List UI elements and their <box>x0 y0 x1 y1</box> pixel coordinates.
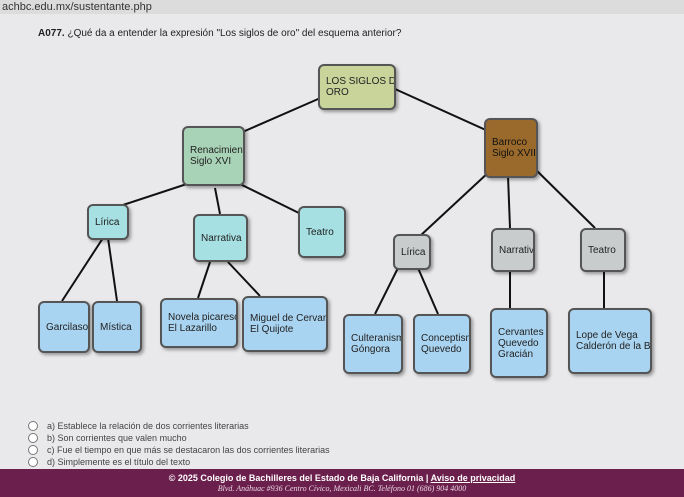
option-d-label: d) Simplemente es el título del texto <box>47 456 191 467</box>
node-bar-teatro: Teatro <box>580 228 626 272</box>
node-cervantes1-line1: Miguel de Cervantes <box>250 313 328 324</box>
node-barroco-line2: Siglo XVII <box>492 148 536 159</box>
node-culteranismo: Culteranismo Góngora <box>343 314 403 374</box>
question-text: A077. ¿Qué da a entender la expresión "L… <box>38 28 401 39</box>
node-ren-narrativa: Narrativa <box>193 214 248 262</box>
node-conceptismo-line2: Quevedo <box>421 344 462 355</box>
node-culteranismo-line1: Culteranismo <box>351 333 401 344</box>
option-c-radio[interactable] <box>28 444 38 455</box>
node-cervantes1-line2: El Quijote <box>250 324 294 335</box>
node-culteranismo-line2: Góngora <box>351 344 390 355</box>
node-ren-teatro: Teatro <box>298 206 346 258</box>
question-body: ¿Qué da a entender la expresión "Los sig… <box>64 28 402 39</box>
option-a-label: a) Establece la relación de dos corrient… <box>47 420 249 431</box>
node-renacimiento: Renacimiento Siglo XVI <box>182 126 245 186</box>
node-ren-lirica-label: Lírica <box>95 216 120 228</box>
option-c[interactable]: c) Fue el tiempo en que más se destacaro… <box>28 444 330 455</box>
node-lope-line2: Calderón de la Barca <box>576 341 651 352</box>
node-ren-lirica: Lírica <box>87 204 129 240</box>
node-mistica-label: Mística <box>100 321 132 333</box>
option-b-radio[interactable] <box>28 432 38 443</box>
node-cervantes2-line1: Cervantes <box>498 326 544 338</box>
node-ren-narrativa-label: Narrativa <box>201 232 242 244</box>
option-b[interactable]: b) Son corrientes que valen mucho <box>28 432 330 443</box>
node-bar-lirica: Lírica <box>393 234 431 270</box>
browser-url: achbc.edu.mx/sustentante.php <box>0 0 684 14</box>
node-renacimiento-line2: Siglo XVI <box>190 156 232 167</box>
node-cervantes2-line2: Quevedo <box>498 337 539 349</box>
privacy-link[interactable]: Aviso de privacidad <box>430 473 516 483</box>
option-a[interactable]: a) Establece la relación de dos corrient… <box>28 420 330 431</box>
node-bar-teatro-label: Teatro <box>588 244 616 256</box>
node-garcilaso-label: Garcilaso <box>46 321 89 333</box>
option-d-radio[interactable] <box>28 456 38 467</box>
node-mistica: Mística <box>92 301 142 353</box>
node-ren-teatro-label: Teatro <box>306 226 334 238</box>
node-conceptismo-line1: Conceptismo <box>421 333 469 344</box>
node-cervantes2-line3: Gracián <box>498 348 534 360</box>
option-d[interactable]: d) Simplemente es el título del texto <box>28 456 330 467</box>
node-bar-narrativa-label: Narrativa <box>499 244 535 256</box>
connector-lines <box>61 88 605 315</box>
node-siglos-de-oro: LOS SIGLOS DE ORO <box>318 64 396 110</box>
node-bar-lirica-label: Lírica <box>401 246 426 258</box>
node-lope-line1: Lope de Vega <box>576 330 638 341</box>
node-barroco-line1: Barroco <box>492 137 528 148</box>
option-c-label: c) Fue el tiempo en que más se destacaro… <box>47 444 330 455</box>
page-footer: © 2025 Colegio de Bachilleres del Estado… <box>0 469 684 497</box>
footer-line1: © 2025 Colegio de Bachilleres del Estado… <box>0 469 684 484</box>
node-siglos-de-oro-line1: LOS SIGLOS DE <box>326 76 396 87</box>
node-conceptismo: Conceptismo Quevedo <box>413 314 471 374</box>
node-lope-calderon: Lope de Vega Calderón de la Barca <box>568 308 652 374</box>
node-novela-picaresca: Novela picaresca El Lazarillo <box>160 298 238 348</box>
node-bar-narrativa: Narrativa <box>491 228 535 272</box>
option-b-label: b) Son corrientes que valen mucho <box>47 432 187 443</box>
node-renacimiento-line1: Renacimiento <box>190 145 243 156</box>
node-siglos-de-oro-line2: ORO <box>326 87 349 98</box>
node-novela-line2: El Lazarillo <box>168 323 217 334</box>
node-barroco: Barroco Siglo XVII <box>484 118 538 178</box>
answer-options: a) Establece la relación de dos corrient… <box>28 420 330 468</box>
concept-map: LOS SIGLOS DE ORO Renacimiento Siglo XVI… <box>0 56 684 386</box>
node-cervantes-quijote: Miguel de Cervantes El Quijote <box>242 296 328 352</box>
question-number: A077. <box>38 28 65 39</box>
node-novela-line1: Novela picaresca <box>168 312 238 323</box>
footer-copyright: © 2025 Colegio de Bachilleres del Estado… <box>168 473 431 483</box>
option-a-radio[interactable] <box>28 420 38 431</box>
footer-address: Blvd. Anáhuac #936 Centro Cívico, Mexica… <box>217 484 467 493</box>
node-garcilaso: Garcilaso <box>38 301 90 353</box>
node-cervantes-quevedo-gracian: Cervantes Quevedo Gracián <box>490 308 548 378</box>
